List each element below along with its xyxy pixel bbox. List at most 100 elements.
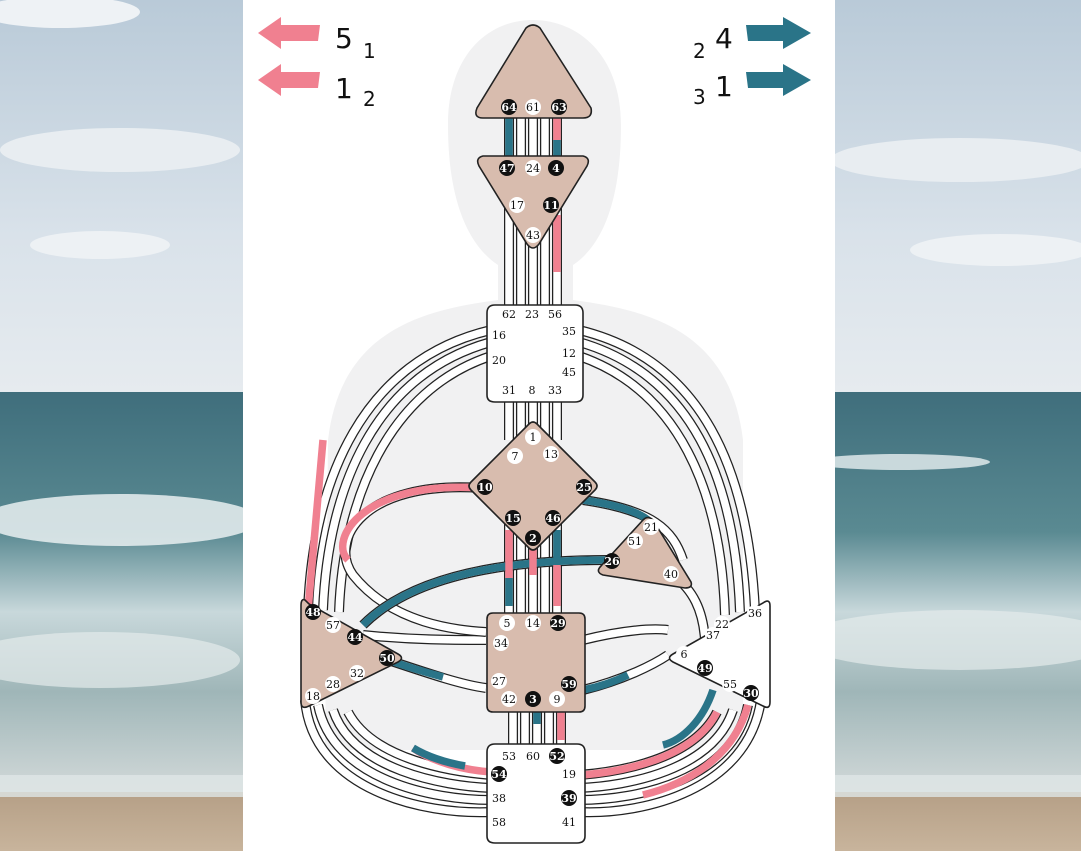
gate-47-number: 47 [499, 162, 514, 175]
gate-35-marker [561, 323, 577, 339]
gate-59-number: 59 [561, 678, 576, 691]
gate-7: 7 [507, 448, 523, 464]
act-39-55-d [582, 710, 721, 779]
gate-50-number: 50 [379, 652, 395, 665]
gate-52-marker [549, 748, 565, 764]
gate-57: 57 [325, 617, 341, 633]
gate-5: 5 [499, 615, 515, 631]
act-49-19 [661, 688, 717, 749]
left-top-digit: 5 [335, 22, 353, 55]
gate-60-marker [525, 748, 541, 764]
gate-10-number: 10 [477, 481, 493, 494]
gate-64-marker [501, 99, 517, 115]
gate-29: 29 [550, 615, 566, 631]
left-top-sub: 1 [363, 39, 376, 63]
gate-7-number: 7 [512, 450, 519, 463]
gate-5-number: 5 [504, 617, 511, 630]
gate-33: 33 [547, 382, 563, 398]
gate-39-number: 39 [561, 792, 576, 805]
gate-19-marker [561, 766, 577, 782]
channel-spleen-root-b [314, 704, 492, 804]
act-54-32-p [411, 744, 466, 770]
gate-47-marker [499, 160, 515, 176]
gate-55: 55 [722, 676, 738, 692]
gate-40-number: 40 [664, 568, 678, 581]
gate-38-marker [491, 790, 507, 806]
gate-32: 32 [349, 665, 365, 681]
gate-44-number: 44 [347, 631, 363, 644]
gate-47: 47 [499, 160, 515, 176]
channel-throat-sp-a [578, 326, 759, 611]
gate-21: 21 [643, 519, 659, 535]
right-arrow-bottom [746, 64, 811, 96]
gate-41-number: 41 [562, 816, 576, 829]
gate-62-number: 62 [502, 308, 516, 321]
gate-6-number: 6 [681, 648, 688, 661]
gate-20-marker [491, 352, 507, 368]
gate-4-marker [548, 160, 564, 176]
gate-58-number: 58 [492, 816, 506, 829]
gate-29-number: 29 [550, 617, 565, 630]
gate-20-number: 20 [492, 354, 506, 367]
act-10-57 [339, 483, 482, 563]
gate-51-number: 51 [628, 535, 642, 548]
right-bottom-sub: 3 [693, 85, 706, 109]
gate-38-number: 38 [492, 792, 506, 805]
gate-56: 56 [547, 306, 563, 322]
gate-34: 34 [493, 635, 509, 651]
gate-57-number: 57 [326, 619, 340, 632]
channel-throat-spleen-b [319, 338, 493, 611]
gate-9-marker [549, 691, 565, 707]
gate-15-marker [505, 510, 521, 526]
gate-28: 28 [325, 676, 341, 692]
gate-26-number: 26 [604, 555, 620, 568]
channel-sp-root-a [578, 699, 765, 816]
gate-12-marker [561, 345, 577, 361]
gate-36-marker [747, 605, 763, 621]
gate-33-number: 33 [548, 384, 562, 397]
gate-36: 36 [747, 605, 763, 621]
gate-48-marker [305, 604, 321, 620]
gate-30-marker [743, 685, 759, 701]
gate-25-number: 25 [576, 481, 591, 494]
channel-spleen-root-c [329, 708, 492, 792]
center-head-shape [475, 24, 593, 119]
gate-17-number: 17 [510, 199, 524, 212]
gate-16-marker [491, 327, 507, 343]
channel-throat-sp-b [577, 338, 744, 613]
left-bottom-sub: 2 [363, 87, 376, 111]
gate-10: 10 [477, 479, 493, 495]
gate-8-number: 8 [529, 384, 536, 397]
gate-56-number: 56 [548, 308, 562, 321]
gate-5-marker [499, 615, 515, 631]
gate-23-marker [524, 306, 540, 322]
gate-60-number: 60 [526, 750, 540, 763]
gate-48: 48 [305, 604, 321, 620]
gate-61: 61 [525, 99, 541, 115]
gate-2-marker [525, 530, 541, 546]
gate-63-marker [551, 99, 567, 115]
gate-17: 17 [509, 197, 525, 213]
gate-41: 41 [561, 814, 577, 830]
right-arrow-top [746, 17, 811, 49]
gate-64-number: 64 [501, 101, 517, 114]
gate-10-marker [477, 479, 493, 495]
right-top-digit: 4 [715, 22, 733, 55]
gate-17-marker [509, 197, 525, 213]
gate-44-marker [347, 629, 363, 645]
act-59-6 [582, 671, 630, 694]
gate-33-marker [547, 382, 563, 398]
gate-6-marker [676, 646, 692, 662]
left-arrow-top [258, 17, 320, 49]
gate-52: 52 [549, 748, 565, 764]
gate-12: 12 [561, 345, 577, 361]
gate-8: 8 [524, 382, 540, 398]
gate-4-number: 4 [552, 162, 560, 175]
center-ajna-shape [476, 155, 590, 249]
